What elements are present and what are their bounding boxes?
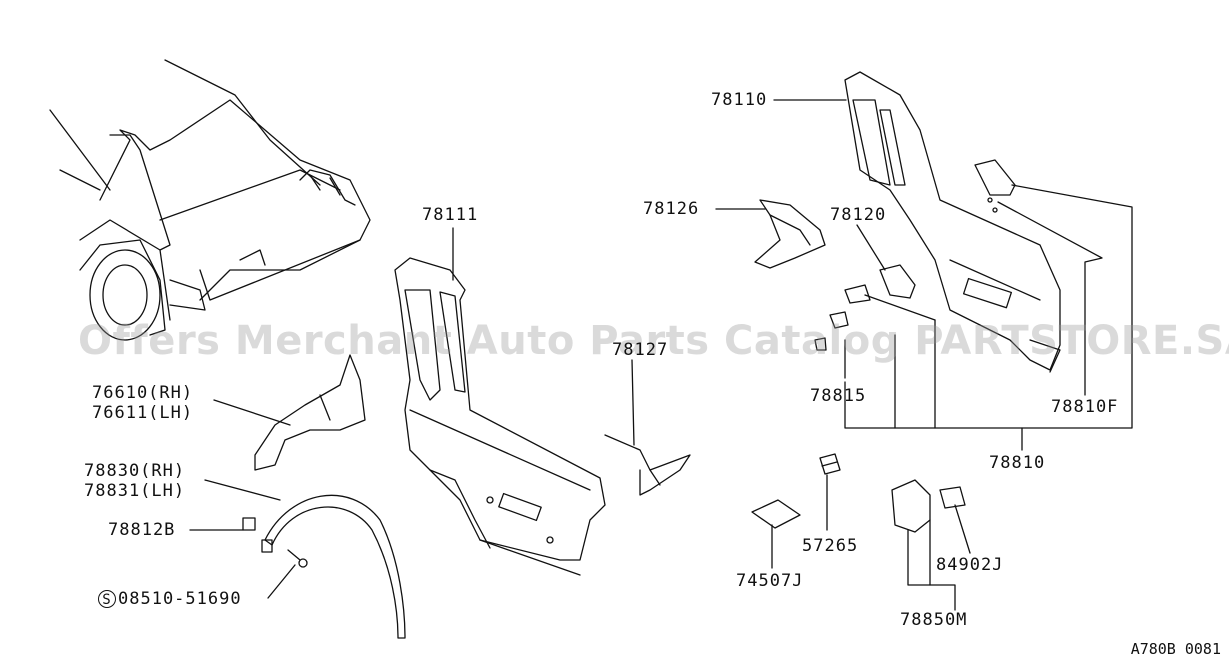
part-label-78815[interactable]: 78815	[810, 386, 867, 406]
part-label-76610[interactable]: 76610(RH)	[92, 383, 194, 403]
part-label-78812B[interactable]: 78812B	[108, 520, 176, 540]
clip-57265	[819, 453, 841, 475]
pad-74507J	[751, 499, 801, 529]
part-number-08510: 08510-51690	[118, 589, 242, 609]
part-label-78127[interactable]: 78127	[612, 340, 669, 360]
inner-side-panel	[844, 71, 1061, 373]
part-label-78111[interactable]: 78111	[422, 205, 479, 225]
part-label-78850M[interactable]: 78850M	[900, 610, 968, 630]
part-label-78120[interactable]: 78120	[830, 205, 887, 225]
part-label-76611[interactable]: 76611(LH)	[92, 403, 194, 423]
standard-part-symbol: S	[98, 590, 116, 608]
bracket-78126	[754, 199, 826, 269]
rear-fender-panel	[394, 257, 606, 576]
part-label-74507J[interactable]: 74507J	[736, 571, 804, 591]
part-label-84902J[interactable]: 84902J	[936, 555, 1004, 575]
watermark: Offers Merchant Auto Parts Catalog PARTS…	[78, 318, 1229, 364]
diagram-code: A780B 0081	[1130, 640, 1221, 658]
part-label-78830[interactable]: 78830(RH)	[84, 461, 186, 481]
bracket-78810F	[974, 159, 1016, 213]
bracket-78127	[604, 434, 691, 496]
part-label-78110[interactable]: 78110	[711, 90, 768, 110]
part-label-57265[interactable]: 57265	[802, 536, 859, 556]
wheel-arch-78830	[242, 494, 406, 639]
fender-splash-76610	[254, 354, 366, 471]
leader-lines	[189, 99, 1133, 611]
part-label-78810[interactable]: 78810	[989, 453, 1046, 473]
part-label-78126[interactable]: 78126	[643, 199, 700, 219]
fuel-lid-78850M	[891, 479, 966, 533]
part-label-78810F[interactable]: 78810F	[1051, 397, 1119, 417]
part-label-78831[interactable]: 78831(LH)	[84, 481, 186, 501]
car-body-overview	[49, 59, 371, 341]
plate-78120	[814, 264, 916, 351]
